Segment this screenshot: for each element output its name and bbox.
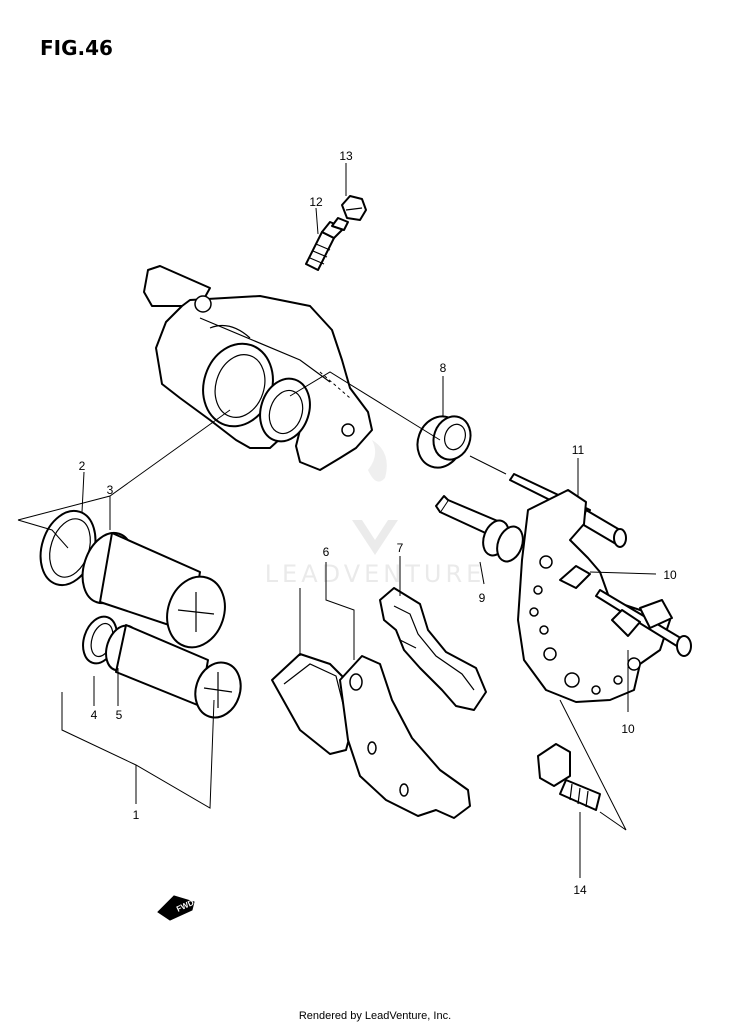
part-3-large-piston	[81, 531, 226, 649]
part-8-boot	[416, 415, 472, 469]
callout-11: 11	[572, 443, 585, 457]
callouts: 13 12 8 11 2 3 6 7 10 9 4 5 10 1 14	[79, 149, 677, 897]
callout-3: 3	[107, 483, 114, 497]
part-6-brake-pad	[271, 653, 471, 819]
footer-credit: Rendered by LeadVenture, Inc.	[298, 1010, 452, 1022]
part-12-bleeder-screw	[305, 217, 349, 271]
callout-10-lower: 10	[621, 722, 635, 736]
callout-13: 13	[339, 149, 353, 163]
part-11-bracket	[509, 473, 692, 703]
callout-9: 9	[479, 591, 486, 605]
callout-7: 7	[397, 541, 404, 555]
part-9-pin	[435, 495, 524, 563]
callout-12: 12	[309, 195, 323, 209]
callout-2: 2	[79, 459, 86, 473]
watermark-text: LEADVENTURE	[265, 560, 486, 588]
callout-8: 8	[440, 361, 447, 375]
leadventure-watermark: LEADVENTURE	[265, 440, 486, 588]
caliper-body	[143, 265, 373, 471]
fwd-arrow-icon: FWD	[157, 895, 196, 921]
callout-4: 4	[91, 708, 98, 722]
callout-1: 1	[133, 808, 140, 822]
figure-title: FIG.46	[40, 36, 113, 60]
part-14-bolt	[537, 743, 601, 811]
callout-6: 6	[323, 545, 330, 559]
part-5-small-piston	[105, 624, 242, 719]
callout-10-upper: 10	[663, 568, 677, 582]
callout-14: 14	[573, 883, 587, 897]
part-7-pad-spring	[379, 587, 487, 711]
leader-lines	[17, 163, 657, 878]
callout-5: 5	[116, 708, 123, 722]
part-13-cap	[341, 195, 367, 221]
